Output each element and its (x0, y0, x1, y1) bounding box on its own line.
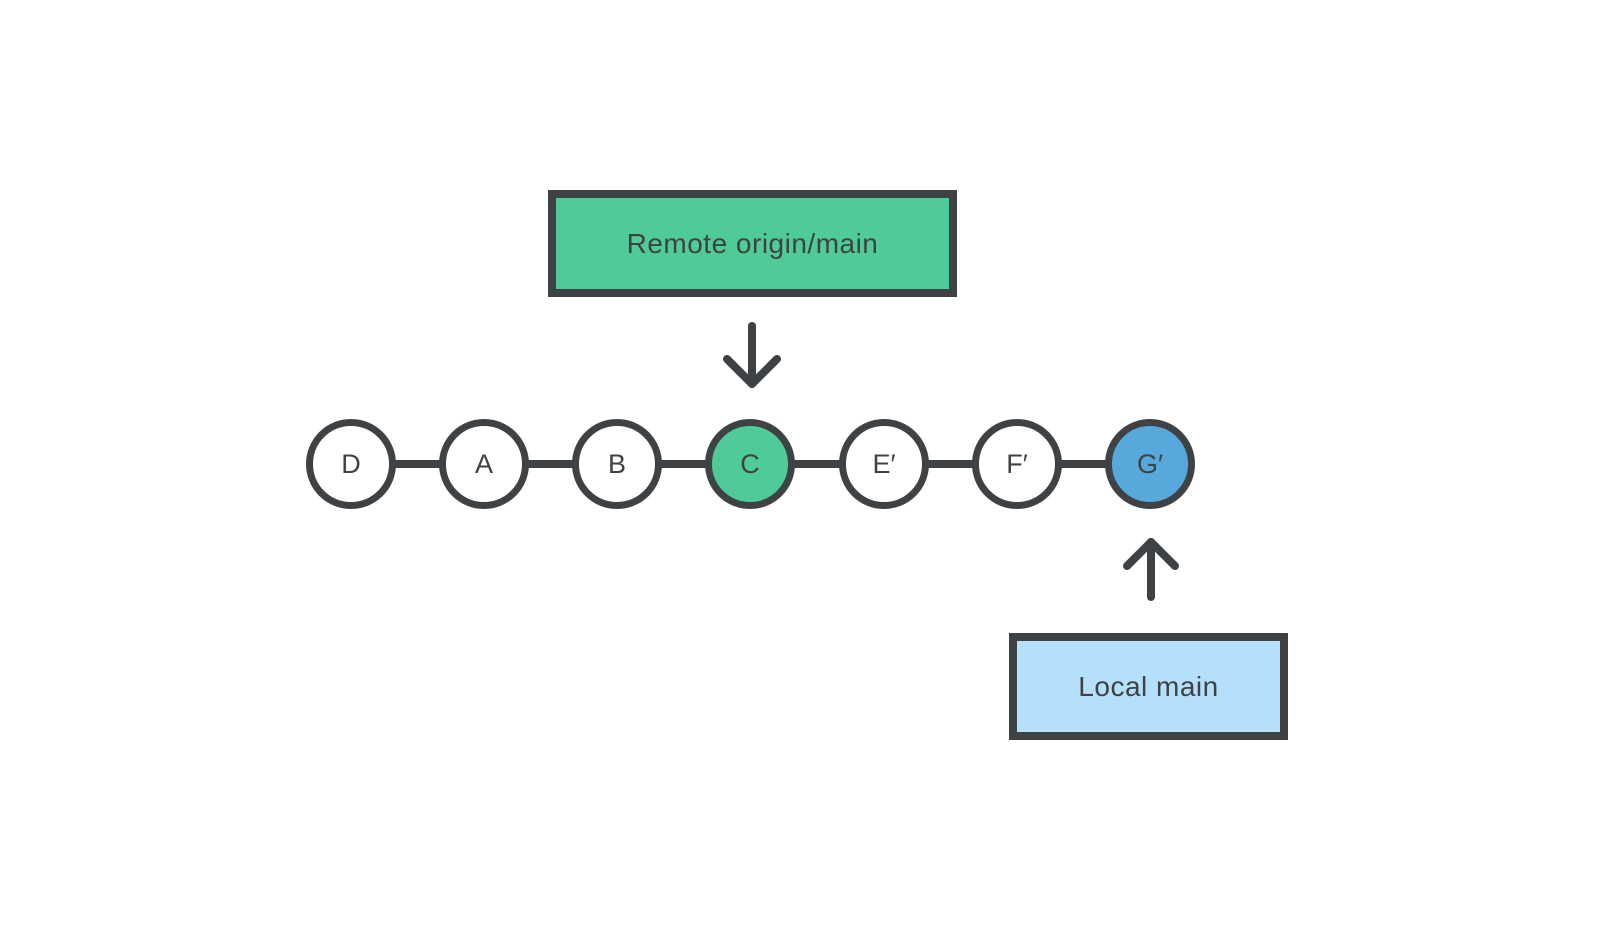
commit-label: A (474, 448, 493, 479)
commit-label: E′ (872, 448, 896, 479)
commit-node-f-prime: F′ (972, 419, 1062, 509)
local-branch-label: Local main (1078, 670, 1219, 702)
commit-label: F′ (1006, 448, 1028, 479)
commit-node-b: B (572, 419, 662, 509)
commit-node-e-prime: E′ (839, 419, 929, 509)
remote-branch-label: Remote origin/main (626, 227, 879, 259)
commit-node-a: A (439, 419, 529, 509)
commit-node-d: D (306, 419, 396, 509)
arrow-down-icon (723, 322, 781, 388)
commit-node-c-remote-head: C (705, 419, 795, 509)
commit-node-g-prime-local-head: G′ (1105, 419, 1195, 509)
remote-branch-label-box: Remote origin/main (548, 190, 957, 297)
commit-label: D (341, 448, 361, 479)
commit-label: C (740, 448, 760, 479)
local-branch-label-box: Local main (1009, 633, 1288, 740)
commit-label: G′ (1136, 448, 1164, 479)
arrow-up-icon (1123, 538, 1179, 601)
commit-label: B (607, 448, 626, 479)
